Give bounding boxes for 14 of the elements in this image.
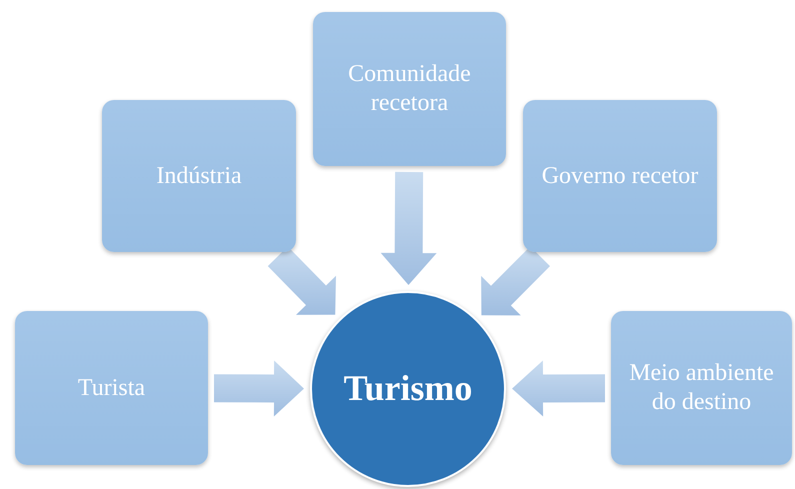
node-label: Meio ambiente do destino [628, 359, 775, 417]
node-label: Turista [78, 374, 146, 402]
rounded-box [15, 311, 208, 465]
rounded-box [611, 311, 792, 465]
rounded-box [313, 12, 506, 166]
block-arrow [214, 360, 304, 416]
node-label: Turismo [344, 367, 472, 410]
block-arrow [380, 172, 437, 285]
node-label: Governo recetor [542, 162, 698, 190]
rounded-box [102, 100, 296, 252]
block-arrow [512, 360, 605, 416]
node-label: Comunidade recetora [347, 60, 472, 118]
rounded-box [523, 100, 717, 252]
node-label: Indústria [156, 162, 242, 190]
